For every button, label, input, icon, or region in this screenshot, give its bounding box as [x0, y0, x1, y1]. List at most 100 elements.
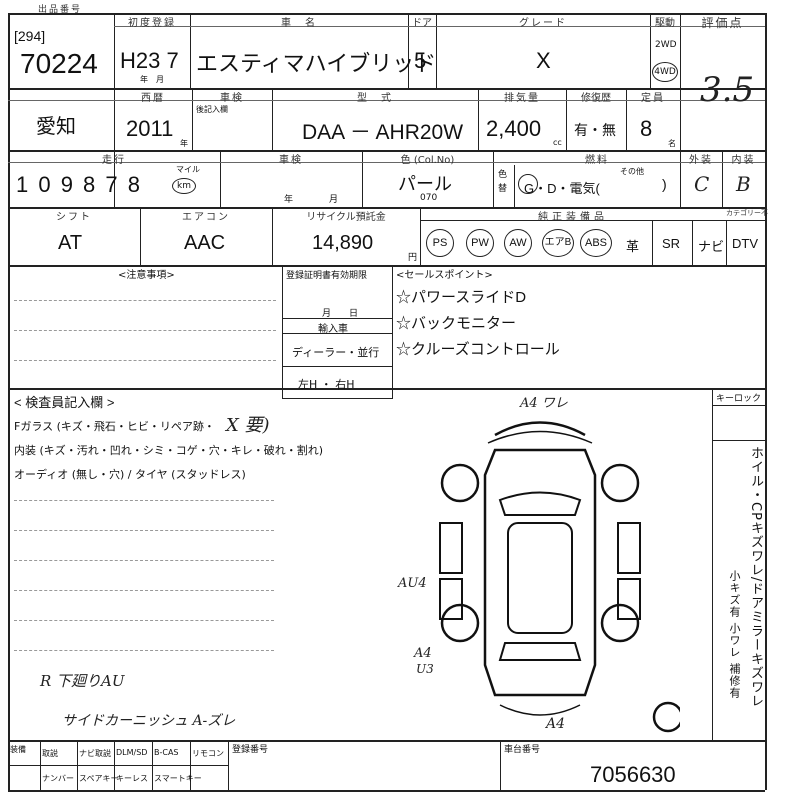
car-body	[483, 448, 597, 697]
footer-label-smart-key: スマートキー	[154, 774, 202, 783]
label-model: 型 式	[357, 93, 393, 104]
rule	[114, 740, 115, 790]
note-line	[14, 330, 276, 331]
recycle-unit: 円	[408, 253, 418, 263]
note-line	[14, 590, 274, 591]
footer-label-manual: 取説	[42, 749, 58, 758]
recycle-fee: 14,890	[312, 232, 374, 254]
model-code: DAA － AHR20W	[302, 121, 464, 144]
label-interior: 内装	[731, 155, 756, 166]
rule	[228, 740, 229, 790]
label-car-category: カテゴリー不	[726, 209, 768, 217]
rule	[420, 220, 765, 221]
color-change-label: 色替	[498, 170, 508, 194]
rule	[680, 13, 681, 207]
equipment-leather: 革	[626, 239, 640, 254]
inspector-interior: 内装 (キズ・汚れ・凹れ・シミ・コゲ・穴・キレ・破れ・割れ)	[14, 444, 324, 457]
label-exterior: 外装	[689, 155, 713, 166]
label-aircon: エアコン	[182, 212, 230, 223]
interior-grade: B	[736, 172, 751, 196]
first-reg-unit: 年 月	[140, 75, 164, 84]
label-inspection2: 車検	[279, 155, 303, 166]
rule	[282, 366, 393, 367]
equipment-sr: SR	[662, 236, 681, 251]
footer-label-dlm: DLM/SD	[116, 748, 148, 757]
cc-unit: cc	[553, 138, 562, 147]
rule	[478, 88, 479, 150]
rule	[726, 220, 727, 265]
note-line	[14, 620, 274, 621]
rule	[8, 765, 228, 766]
inspection-unit: 年 月	[284, 195, 339, 205]
grade: X	[536, 48, 551, 73]
aircon: AAC	[184, 232, 226, 254]
rule	[408, 13, 409, 88]
fuel-close: )	[662, 176, 667, 192]
footer-label-number: ナンバー	[42, 774, 74, 783]
fuel-other: その他	[620, 167, 644, 176]
rule	[722, 150, 723, 207]
rule	[282, 265, 283, 398]
rule	[692, 220, 693, 265]
note-line	[14, 360, 276, 361]
rule	[8, 740, 765, 742]
import-type: ディーラー・並行	[292, 346, 380, 359]
capacity-unit: 名	[668, 139, 676, 148]
rule	[626, 88, 627, 150]
exterior-grade: C	[694, 172, 710, 196]
handwritten-note-underbody: R 下廻りAU	[40, 672, 125, 690]
rule	[140, 207, 141, 265]
label-car-name: 車 名	[281, 18, 317, 29]
rule	[282, 318, 393, 319]
wheel-front-right	[600, 463, 640, 503]
label-inspection-note: 後記入欄	[196, 105, 228, 114]
rule	[272, 88, 273, 150]
note-line	[14, 650, 274, 651]
footer-label-keyless: キーレス	[116, 774, 148, 783]
wheel-rear-left	[440, 603, 480, 643]
note-line	[14, 560, 274, 561]
doors: 5	[414, 48, 427, 73]
year-unit: 年	[180, 139, 188, 148]
label-first-reg: 初度登録	[128, 18, 176, 29]
footer-label-remote: リモコン	[192, 749, 224, 758]
rule	[712, 440, 765, 441]
rule	[282, 333, 393, 334]
rule	[8, 13, 10, 790]
label-registration-number: 登録番号	[232, 745, 269, 755]
first-registration: H23 7	[120, 48, 179, 73]
label-equipment: 純正装備品	[538, 212, 608, 223]
equipment-pw: PW	[466, 229, 494, 257]
equipment-navi: ナビ	[698, 239, 725, 254]
car-name: エスティマハイブリッド	[196, 51, 437, 76]
shift: AT	[58, 232, 83, 254]
label-doors: ドア	[412, 18, 432, 29]
mileage: 1 0 9 8 7 8	[16, 172, 142, 197]
color: パール	[398, 174, 452, 194]
rule	[190, 13, 191, 88]
spare-tire	[652, 701, 680, 733]
label-exhibit: 出品番号	[37, 5, 82, 15]
label-capacity: 定員	[641, 93, 665, 104]
label-inspection: 車検	[220, 93, 244, 104]
label-keylock: キーロック	[716, 394, 762, 404]
rule	[40, 740, 41, 790]
damage-mark-left-2: A4	[414, 646, 432, 661]
rule	[8, 150, 765, 152]
drive-4wd: 4WD	[652, 62, 678, 82]
displacement: 2,400	[486, 116, 542, 141]
rear-bumper	[499, 704, 581, 716]
rule	[650, 13, 651, 88]
label-grade: グレード	[519, 18, 567, 29]
equipment-ps: PS	[426, 229, 454, 257]
steering-side: 左H ・ 右H	[298, 378, 355, 391]
rule	[392, 265, 393, 398]
note-line	[14, 500, 274, 501]
rule	[192, 88, 193, 150]
rule	[8, 388, 765, 390]
equipment-dtv: DTV	[732, 236, 758, 251]
fuel: G・D・電気(	[524, 181, 600, 196]
score: 3.5	[700, 70, 755, 110]
region: 愛知	[36, 116, 76, 138]
footer-label-bcas: B-CAS	[154, 748, 179, 757]
